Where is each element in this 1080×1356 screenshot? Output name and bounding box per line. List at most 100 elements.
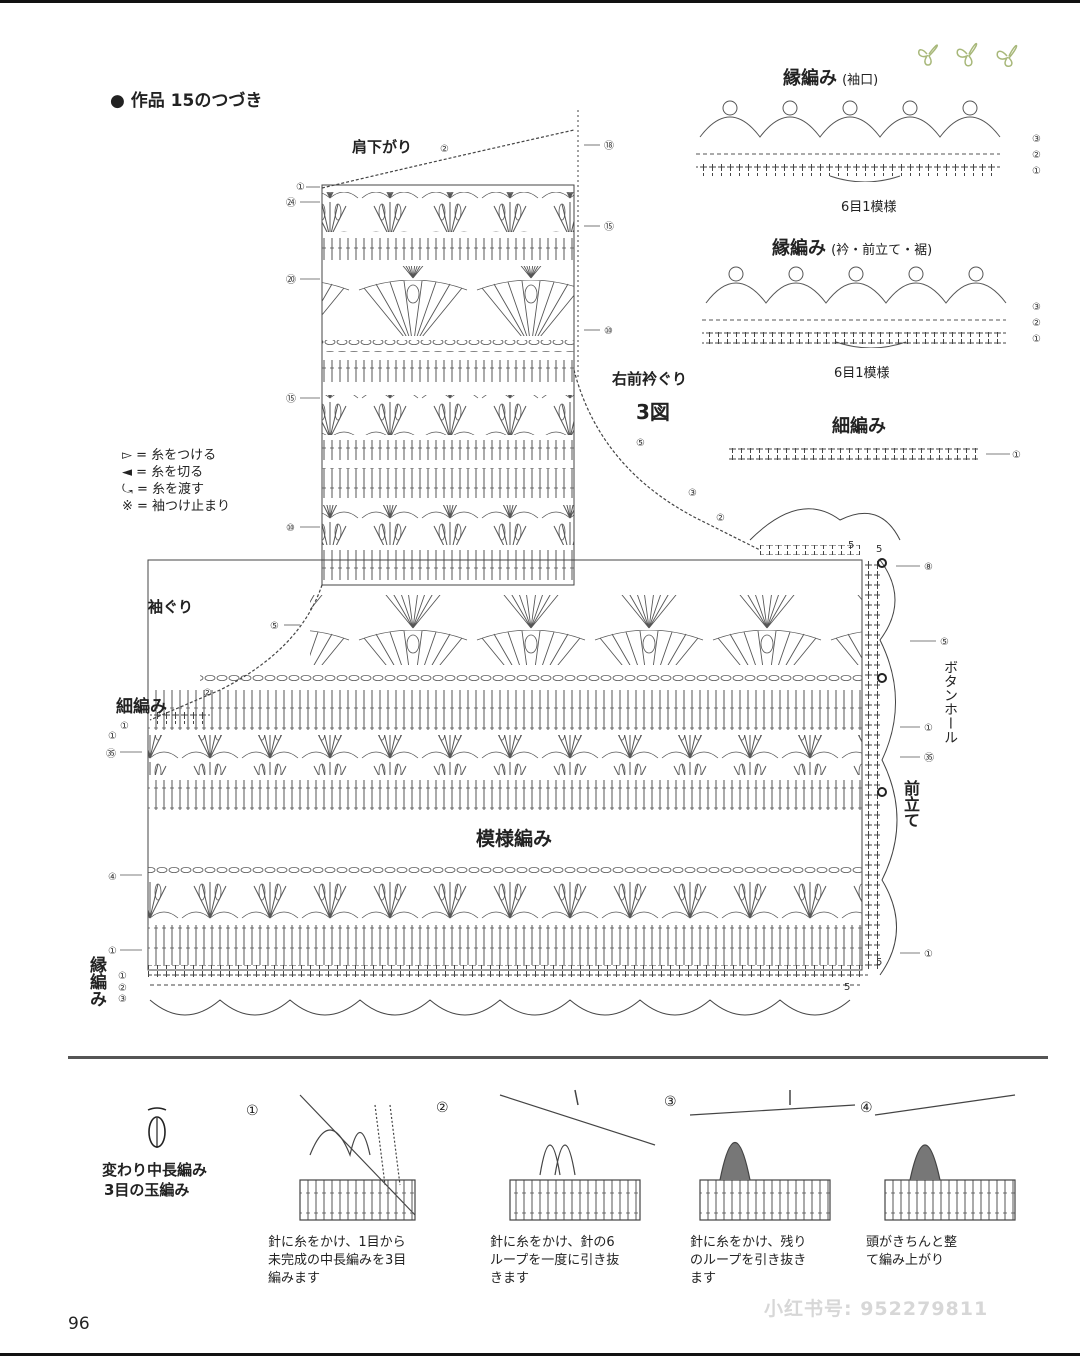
- step3-number: ③: [664, 1094, 677, 1110]
- row-marker-35-right: ㉟: [924, 752, 934, 764]
- collar-row-2: ②: [1032, 318, 1041, 329]
- step2-caption-l2: ループを一度に引き抜: [490, 1253, 620, 1268]
- step1-illustration: [299, 1094, 416, 1221]
- step2-caption-l1: 針に糸をかけ、針の6: [490, 1235, 615, 1250]
- lower-body-chart: [147, 508, 901, 1016]
- row-marker-2-left: ②: [118, 983, 127, 994]
- legend-carry-yarn: ⤿ = 糸を渡す: [122, 482, 204, 497]
- technique-illustrations: [299, 1089, 1016, 1221]
- marker-arrows: [120, 144, 936, 954]
- row-marker-10-left: ⑩: [286, 523, 295, 534]
- pattern-stitch-label: 模様編み: [476, 828, 553, 850]
- watermark-text: 小红书号: 952279811: [764, 1298, 989, 1320]
- edging-vertical-label: 縁編み: [86, 956, 106, 1007]
- step1-caption-l3: 編みます: [268, 1271, 321, 1286]
- row-markers: ① ㉔ ⑳ ⑮ ⑩ ⑤ ① ① ㉟ ④ ① ① ② ③ ⑱ ⑮ ⑩ ⑤ ③ ② …: [106, 140, 949, 1005]
- step1-caption-l2: 未完成の中長編みを3目: [268, 1253, 407, 1268]
- butterfly-decoration-icon: [918, 43, 1018, 67]
- sc-row-chart: ①: [728, 448, 1021, 461]
- row-marker-15-right: ⑮: [604, 221, 614, 233]
- cuff-edging-title: 縁編み (袖口): [783, 64, 878, 90]
- technique-name-line1: 変わり中長編み: [102, 1161, 208, 1179]
- cuff-row-3: ③: [1032, 134, 1041, 145]
- step1-number: ①: [246, 1103, 259, 1119]
- step3-caption-l3: ます: [690, 1271, 717, 1286]
- armhole-label: 袖ぐり: [148, 598, 194, 616]
- step4-caption-l1: 頭がきちんと整: [866, 1235, 958, 1250]
- row-marker-5-right: ⑤: [940, 637, 949, 648]
- step3-illustration: [689, 1090, 856, 1221]
- sc-panel-title: 細編み: [832, 416, 886, 437]
- step3-caption-l1: 針に糸をかけ、残り: [690, 1235, 807, 1250]
- num-5-c: 5: [844, 982, 850, 993]
- row-marker-24: ㉔: [286, 197, 296, 209]
- shoulder-label: 肩下がり: [352, 138, 413, 156]
- step4-caption-l2: て編み上がり: [866, 1253, 945, 1268]
- top-border: [0, 0, 1080, 3]
- collar-row-1: ①: [1032, 334, 1041, 345]
- buttonhole-label: ボタンホール: [942, 660, 958, 744]
- step2-caption-l3: きます: [490, 1271, 530, 1286]
- technique-name: 変わり中長編み 3目の玉編み: [102, 1160, 207, 1200]
- cuff-repeat-label: 6目1模様: [841, 200, 897, 215]
- cuff-row-1: ①: [1032, 166, 1041, 177]
- single-crochet-left-label: 細編み: [116, 697, 167, 717]
- section-divider: [68, 1056, 1048, 1059]
- step3-caption-l2: のループを引き抜き: [690, 1253, 807, 1268]
- sc-row-1: ①: [1012, 450, 1021, 461]
- legend-cut-yarn: ◄ = 糸を切る: [122, 465, 204, 480]
- row-marker-2-armhole: ②: [203, 688, 212, 699]
- neckline-figure-label: 3図: [636, 400, 670, 424]
- legend-sleeve-stop: ※ = 袖つけ止まり: [122, 499, 231, 514]
- row-marker-1-left-a: ①: [120, 721, 129, 732]
- num-5-a: 5: [876, 544, 882, 555]
- bottom-border: [0, 1353, 1080, 1356]
- page-title: ● 作品 15のつづき: [110, 91, 263, 111]
- collar-edging-chart: ③ ② ①: [702, 266, 1041, 348]
- row-marker-8: ⑧: [924, 562, 933, 573]
- cuff-edging-heading: 縁編み: [783, 68, 837, 89]
- step4-illustration: [874, 1094, 1016, 1221]
- row-marker-2-shoulder: ②: [440, 144, 449, 155]
- row-marker-1-top: ①: [296, 182, 305, 193]
- front-band-label: 前立て: [901, 780, 920, 828]
- step2-caption: 針に糸をかけ、針の6 ループを一度に引き抜 きます: [490, 1234, 660, 1288]
- row-marker-3-left: ③: [118, 994, 127, 1005]
- cuff-edging-chart: ③ ② ①: [696, 100, 1041, 182]
- row-marker-15-left: ⑮: [286, 393, 296, 405]
- row-marker-35-left: ㉟: [106, 748, 116, 760]
- neckline-label: 右前衿ぐり: [612, 370, 688, 388]
- row-marker-1-right-b: ①: [924, 949, 933, 960]
- upper-body-chart: [321, 110, 761, 586]
- row-marker-1-left-c: ①: [108, 946, 117, 957]
- row-marker-3-neck: ③: [688, 488, 697, 499]
- puff-stitch-symbol-icon: [147, 1107, 167, 1148]
- step4-caption: 頭がきちんと整 て編み上がり: [866, 1234, 1006, 1270]
- symbol-legend: ▻ = 糸をつける ◄ = 糸を切る ⤿ = 糸を渡す ※ = 袖つけ止まり: [122, 447, 230, 515]
- step1-caption: 針に糸をかけ、1目から 未完成の中長編みを3目 編みます: [268, 1234, 438, 1288]
- cuff-row-2: ②: [1032, 150, 1041, 161]
- row-marker-5-left: ⑤: [270, 621, 279, 632]
- collar-row-3: ③: [1032, 302, 1041, 313]
- step1-caption-l1: 針に糸をかけ、1目から: [268, 1235, 406, 1250]
- step2-illustration: [499, 1089, 656, 1221]
- collar-edging-heading: 縁編み: [772, 238, 826, 259]
- row-marker-2-neck: ②: [716, 513, 725, 524]
- row-marker-4-left: ④: [108, 872, 117, 883]
- row-marker-18: ⑱: [604, 140, 614, 152]
- collar-repeat-label: 6目1模様: [834, 366, 890, 381]
- row-marker-1-left-d: ①: [118, 971, 127, 982]
- step4-number: ④: [860, 1100, 873, 1116]
- step2-number: ②: [436, 1100, 449, 1116]
- collar-edging-sub: (衿・前立て・裾): [831, 243, 933, 258]
- page-number: 96: [68, 1314, 90, 1334]
- row-marker-5-neck: ⑤: [636, 438, 645, 449]
- row-marker-10-right: ⑩: [604, 326, 613, 337]
- crochet-chart: ① ㉔ ⑳ ⑮ ⑩ ⑤ ① ① ㉟ ④ ① ① ② ③ ⑱ ⑮ ⑩ ⑤ ③ ② …: [106, 110, 949, 1016]
- num-5-b: 5: [876, 957, 882, 968]
- num-5-d: 5: [848, 540, 854, 551]
- row-marker-1-right: ①: [924, 723, 933, 734]
- row-marker-1-left-b: ①: [108, 731, 117, 742]
- technique-name-line2: 3目の玉編み: [104, 1181, 190, 1199]
- cuff-edging-sub: (袖口): [842, 73, 879, 88]
